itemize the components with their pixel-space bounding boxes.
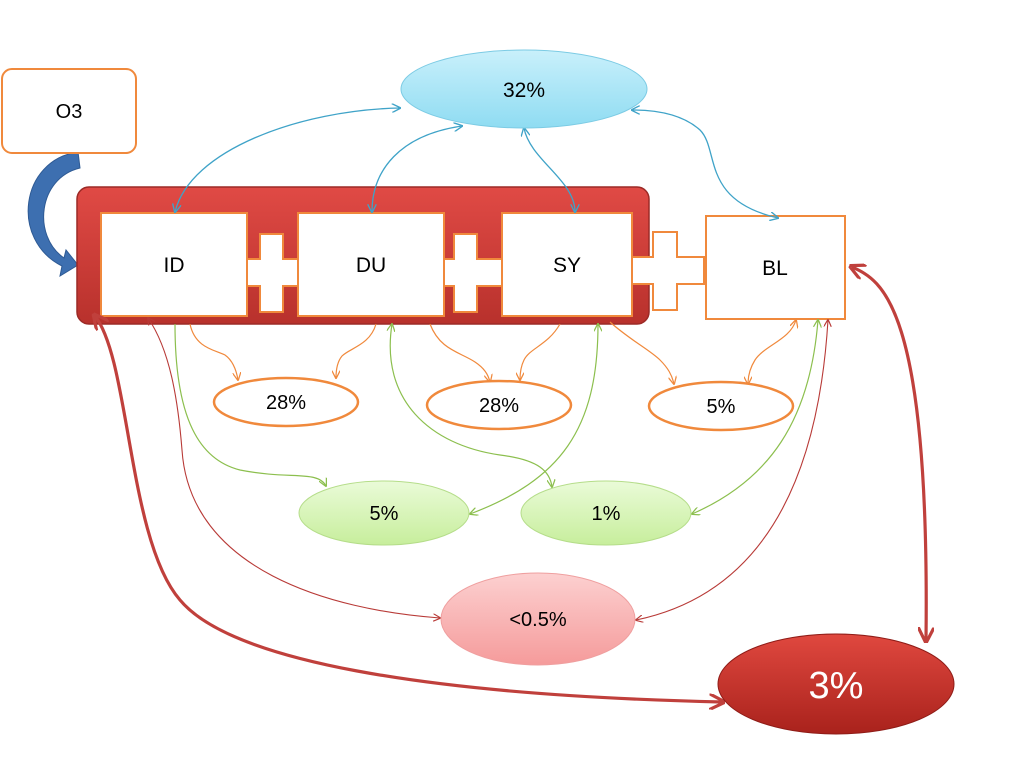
result-green-1: 5% xyxy=(298,480,470,546)
result-label: 5% xyxy=(707,396,736,418)
stage-box-bl: BL xyxy=(705,215,846,320)
result-label: <0.5% xyxy=(509,609,566,631)
bent-arrow-icon xyxy=(27,151,81,278)
result-orange-3: 5% xyxy=(647,380,795,432)
result-orange-2: 28% xyxy=(425,379,573,431)
stage-box-id: ID xyxy=(100,212,248,317)
stage-box-sy: SY xyxy=(501,212,633,317)
source-label: O3 xyxy=(56,101,83,123)
result-label: 28% xyxy=(266,392,306,414)
result-green-2: 1% xyxy=(520,480,692,546)
result-label: 32% xyxy=(503,79,545,102)
result-label: 28% xyxy=(479,395,519,417)
blue-connectors xyxy=(175,108,778,218)
result-all-blue: 32% xyxy=(400,49,648,129)
result-label: 5% xyxy=(370,503,399,525)
orange-connectors xyxy=(189,320,796,384)
red-connectors xyxy=(148,318,828,620)
source-box: O3 xyxy=(1,68,137,154)
result-label: 3% xyxy=(809,665,864,707)
stage-label-sy: SY xyxy=(553,254,581,277)
result-label: 1% xyxy=(592,503,621,525)
stage-label-bl: BL xyxy=(762,257,788,280)
result-pink: <0.5% xyxy=(440,572,636,666)
stage-label-du: DU xyxy=(356,254,386,277)
stage-label-id: ID xyxy=(164,254,185,277)
stage-box-du: DU xyxy=(297,212,445,317)
result-red-big: 3% xyxy=(717,633,955,735)
thick-red-connectors xyxy=(95,267,926,702)
result-orange-1: 28% xyxy=(212,376,360,428)
